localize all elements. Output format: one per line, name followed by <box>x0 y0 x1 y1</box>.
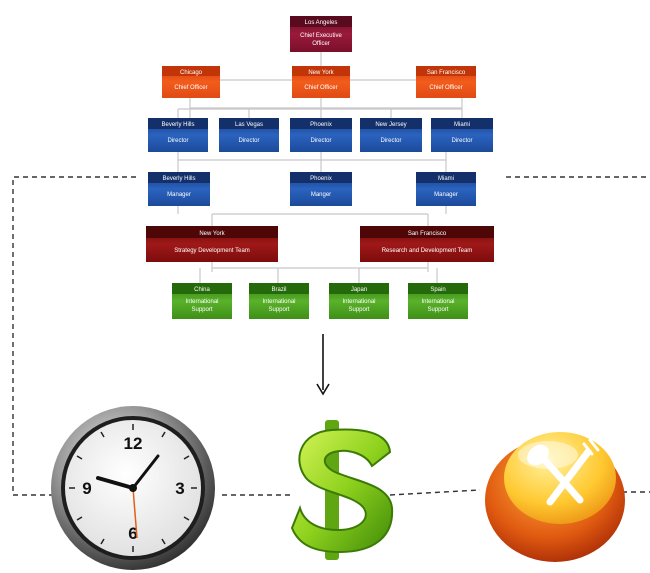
clock-hour-hand <box>96 476 135 490</box>
support-country: Japan <box>351 287 367 293</box>
support-line1: International <box>262 299 295 305</box>
clock-number-9: 9 <box>82 479 91 498</box>
clock-second-hand <box>132 487 138 539</box>
chief-role: Chief Officer <box>304 85 337 91</box>
org-box-team-san-francisco: San Francisco Research and Development T… <box>360 226 494 262</box>
org-box-support-japan: Japan International Support <box>329 283 389 319</box>
org-box-chief-san-francisco: San Francisco Chief Officer <box>416 66 476 98</box>
support-line1: International <box>421 299 454 305</box>
clock-number-12: 12 <box>124 434 143 453</box>
org-box-support-china: China International Support <box>172 283 232 319</box>
org-box-team-new-york: New York Strategy Development Team <box>146 226 278 262</box>
org-box-chief-chicago: Chicago Chief Officer <box>162 66 220 98</box>
connector-lines <box>177 52 463 283</box>
org-box-ceo: Los Angeles Chief Executive Officer <box>290 16 352 52</box>
support-country: Spain <box>430 287 445 293</box>
manager-role: Manager <box>434 192 458 198</box>
clock-icon: 12 3 6 9 <box>51 406 215 570</box>
director-role: Director <box>167 138 188 144</box>
org-box-director-las-vegas: Las Vegas Director <box>219 118 279 152</box>
manager-role: Manger <box>311 192 331 198</box>
director-city: New Jersey <box>375 122 406 128</box>
ceo-role-line2: Officer <box>312 41 330 47</box>
manager-role: Manager <box>167 192 191 198</box>
director-role: Director <box>451 138 472 144</box>
org-box-director-miami: Miami Director <box>431 118 493 152</box>
manager-city: Miami <box>438 176 454 182</box>
ceo-city: Los Angeles <box>305 20 338 26</box>
team-city: New York <box>199 231 225 237</box>
org-box-support-brazil: Brazil International Support <box>249 283 309 319</box>
chief-role: Chief Officer <box>429 85 462 91</box>
down-arrow-icon <box>316 334 330 396</box>
director-role: Director <box>380 138 401 144</box>
director-city: Las Vegas <box>235 122 263 128</box>
org-box-director-beverly-hills: Beverly Hills Director <box>148 118 208 152</box>
clock-minute-hand <box>131 454 160 490</box>
manager-city: Phoenix <box>310 176 332 182</box>
support-line2: Support <box>348 307 369 313</box>
director-city: Beverly Hills <box>161 122 194 128</box>
support-line2: Support <box>268 307 289 313</box>
support-line2: Support <box>427 307 448 313</box>
director-city: Phoenix <box>310 122 332 128</box>
director-role: Director <box>238 138 259 144</box>
org-box-manager-phoenix: Phoenix Manger <box>290 172 352 206</box>
support-line2: Support <box>191 307 212 313</box>
director-role: Director <box>310 138 331 144</box>
org-box-support-spain: Spain International Support <box>408 283 468 319</box>
director-city: Miami <box>454 122 470 128</box>
team-role: Research and Development Team <box>382 248 473 254</box>
support-line1: International <box>342 299 375 305</box>
dashed-flow-lines <box>12 176 650 496</box>
org-box-chief-new-york: New York Chief Officer <box>292 66 350 98</box>
ceo-role-line1: Chief Executive <box>300 33 342 39</box>
team-city: San Francisco <box>408 231 447 237</box>
org-box-manager-miami: Miami Manager <box>416 172 476 206</box>
chief-city: Chicago <box>180 70 203 76</box>
chief-role: Chief Officer <box>174 85 207 91</box>
support-country: Brazil <box>271 287 286 293</box>
support-country: China <box>194 287 210 293</box>
fork-and-knife-icon <box>485 432 625 562</box>
chief-city: San Francisco <box>427 70 466 76</box>
org-box-director-new-jersey: New Jersey Director <box>360 118 422 152</box>
dollar-sign-icon <box>290 420 394 560</box>
manager-city: Beverly Hills <box>162 176 195 182</box>
org-box-director-phoenix: Phoenix Director <box>290 118 352 152</box>
clock-number-3: 3 <box>175 479 184 498</box>
chief-city: New York <box>308 70 334 76</box>
support-line1: International <box>185 299 218 305</box>
team-role: Strategy Development Team <box>174 248 250 254</box>
clock-number-6: 6 <box>128 524 137 543</box>
org-box-manager-beverly-hills: Beverly Hills Manager <box>148 172 210 206</box>
